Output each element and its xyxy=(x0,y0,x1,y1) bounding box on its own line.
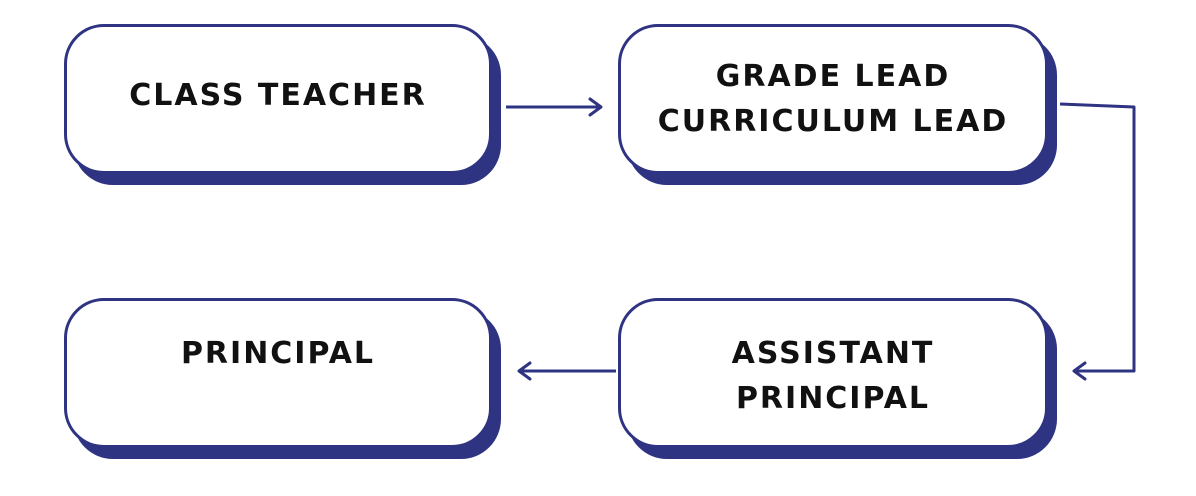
grade-lead-label-line-2: CURRICULUM LEAD xyxy=(657,104,1009,139)
class-teacher-node: CLASS TEACHER xyxy=(64,24,492,174)
arrow-class-teacher-to-grade-lead xyxy=(506,97,603,117)
principal-node: PRINCIPAL xyxy=(64,298,492,448)
class-teacher-label: CLASS TEACHER xyxy=(129,73,427,118)
principal-label-line: PRINCIPAL xyxy=(180,336,376,371)
grade-lead-node: GRADE LEAD CURRICULUM LEAD xyxy=(618,24,1048,174)
assistant-principal-label: ASSISTANT PRINCIPAL xyxy=(732,331,935,421)
class-teacher-label-line: CLASS TEACHER xyxy=(129,77,427,113)
grade-lead-label: GRADE LEAD CURRICULUM LEAD xyxy=(658,54,1009,144)
grade-lead-label-line-1: GRADE LEAD xyxy=(715,59,951,94)
assistant-principal-label-line-1: ASSISTANT xyxy=(731,336,935,371)
assistant-principal-label-line-2: PRINCIPAL xyxy=(735,381,931,416)
arrow-grade-lead-to-assistant-principal xyxy=(1059,102,1136,381)
arrow-assistant-principal-to-principal xyxy=(517,361,616,381)
assistant-principal-node: ASSISTANT PRINCIPAL xyxy=(618,298,1048,448)
principal-label: PRINCIPAL xyxy=(181,331,375,376)
